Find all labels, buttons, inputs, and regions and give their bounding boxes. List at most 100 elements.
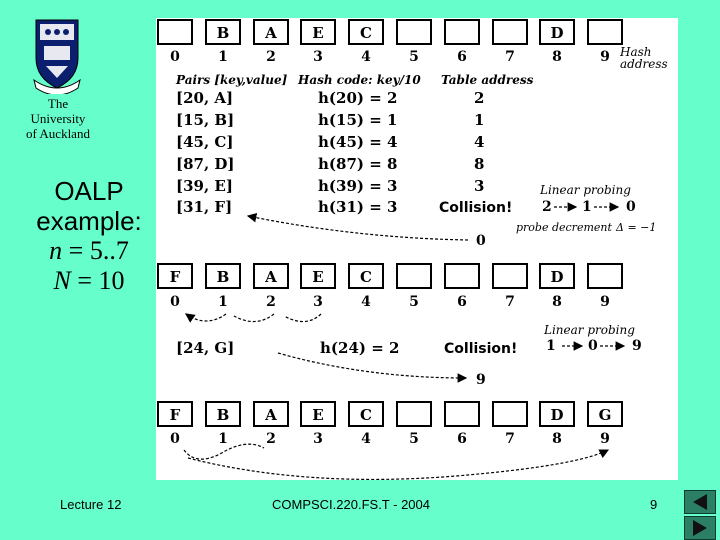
table-slot xyxy=(157,401,193,427)
table-slot xyxy=(444,19,480,45)
slot-index: 7 xyxy=(505,294,515,310)
slot-value: A xyxy=(264,406,277,424)
probe-path xyxy=(277,352,468,383)
slot-index: 3 xyxy=(313,431,323,447)
probe-step: 1 xyxy=(546,338,556,354)
slide-title: OALP example: n = 5..7 N = 10 xyxy=(24,176,154,296)
slot-value: G xyxy=(599,406,612,424)
slot-value: E xyxy=(312,406,323,424)
table-slot xyxy=(539,19,575,45)
slot-value: A xyxy=(264,268,277,286)
slot-index: 2 xyxy=(266,431,276,447)
pair-entry: [20, A] xyxy=(176,89,233,107)
table-slot xyxy=(587,19,623,45)
probe-loop xyxy=(233,313,275,323)
table-slot xyxy=(539,401,575,427)
header-pairs: Pairs [key,value] xyxy=(175,73,288,87)
crest-icon xyxy=(33,19,81,94)
header-hash: Hash code: key/10 xyxy=(297,73,421,87)
slot-index: 5 xyxy=(409,431,419,447)
address-entry: 3 xyxy=(474,177,484,195)
slot-value: B xyxy=(217,24,230,42)
table-slot xyxy=(492,19,528,45)
probe-loop xyxy=(183,443,265,460)
slot-index: 6 xyxy=(457,431,467,447)
university-name-line: University xyxy=(30,111,86,126)
wrap-label: 9 xyxy=(476,372,486,388)
pair-entry: [45, C] xyxy=(176,133,233,151)
slot-value: F xyxy=(170,268,181,286)
hash-address-label: Hash xyxy=(619,45,652,59)
slot-index: 4 xyxy=(361,294,371,310)
address-entry: 8 xyxy=(474,155,484,173)
slot-value: C xyxy=(360,24,372,42)
hash-entry: h(39) = 3 xyxy=(318,177,397,195)
table-slot xyxy=(396,263,432,289)
table-slot xyxy=(205,19,241,45)
next-slide-button[interactable] xyxy=(684,516,716,540)
table-slot xyxy=(587,401,623,427)
table-slot xyxy=(157,19,193,45)
table-slot xyxy=(587,263,623,289)
university-name-line: The xyxy=(47,96,69,111)
probe-decrement-label: probe decrement xyxy=(516,221,612,234)
slot-index: 1 xyxy=(218,431,228,447)
slot-index: 8 xyxy=(552,294,562,310)
address-entry: 1 xyxy=(474,111,484,129)
probe-loop xyxy=(283,313,322,323)
slot-index: 8 xyxy=(552,49,562,65)
slot-index: 9 xyxy=(600,431,610,447)
slot-value: D xyxy=(550,268,563,286)
table-slot xyxy=(444,263,480,289)
slot-index: 3 xyxy=(313,49,323,65)
n-range: n = 5..7 xyxy=(49,236,129,265)
table-slot xyxy=(205,263,241,289)
hash-entry: h(15) = 1 xyxy=(318,111,397,129)
slot-index: 1 xyxy=(218,49,228,65)
table-size: N = 10 xyxy=(53,266,125,295)
collision-label: Collision! xyxy=(444,341,517,357)
table-slot xyxy=(396,19,432,45)
slot-index: 4 xyxy=(361,431,371,447)
slot-index: 3 xyxy=(313,294,323,310)
hash-entry: h(45) = 4 xyxy=(318,133,397,151)
address-entry: 4 xyxy=(474,133,484,151)
pair-entry: [24, G] xyxy=(176,339,234,357)
probe-step: 9 xyxy=(632,338,642,354)
wrap-arrow xyxy=(187,449,610,480)
forward-arrow-icon xyxy=(693,520,707,536)
course-label: COMPSCI.220.FS.T - 2004 xyxy=(272,497,430,512)
table-slot xyxy=(253,401,289,427)
table-slot xyxy=(300,19,336,45)
wrap-arrow xyxy=(246,212,469,241)
table-slot xyxy=(444,401,480,427)
hash-address-label: address xyxy=(620,57,668,71)
slot-index: 0 xyxy=(170,49,180,65)
wrap-label: 0 xyxy=(476,233,486,249)
slot-value: A xyxy=(264,24,277,42)
slot-value: B xyxy=(217,268,230,286)
table-slot xyxy=(492,263,528,289)
slot-index: 9 xyxy=(600,294,610,310)
collision-label: Collision! xyxy=(439,200,512,216)
probe-decrement-value: Δ = −1 xyxy=(615,221,656,234)
slot-index: 7 xyxy=(505,49,515,65)
slot-value: E xyxy=(312,268,323,286)
slot-value: B xyxy=(217,406,230,424)
table-slot xyxy=(205,401,241,427)
table-slot xyxy=(253,19,289,45)
hash-entry: h(20) = 2 xyxy=(318,89,397,107)
slot-value: D xyxy=(550,406,563,424)
prev-slide-button[interactable] xyxy=(684,490,716,514)
header-address: Table address xyxy=(441,73,534,87)
pair-entry: [31, F] xyxy=(176,198,232,216)
pair-entry: [87, D] xyxy=(176,155,235,173)
probe-step: 2 xyxy=(542,199,552,215)
page-number: 9 xyxy=(650,497,658,512)
probe-loop xyxy=(185,313,227,323)
